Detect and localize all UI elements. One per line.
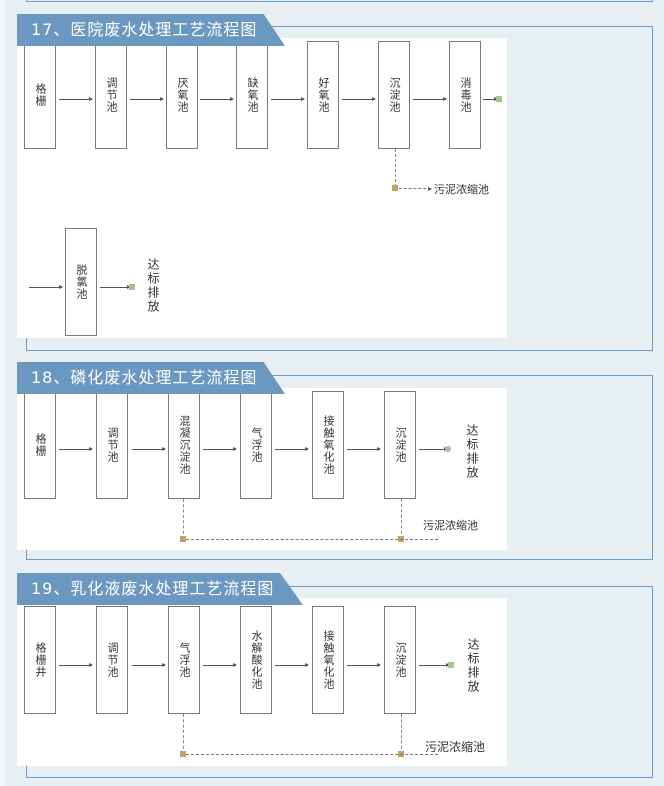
sludge-marker <box>180 536 186 542</box>
process-box-contact-oxidation-tank: 接触氧化池 <box>312 391 344 499</box>
flow-arrow <box>271 97 305 101</box>
continuation-marker <box>496 96 502 102</box>
discharge-marker <box>448 662 454 668</box>
section-19-title: 19、乳化液废水处理工艺流程图 <box>17 573 303 605</box>
discharge-label: 达标排放 <box>465 424 479 480</box>
process-box-equalization-tank: 调节池 <box>96 391 128 499</box>
sludge-marker <box>392 185 398 191</box>
previous-section-frame <box>26 0 653 2</box>
discharge-marker <box>129 284 135 290</box>
flow-arrow <box>59 663 93 667</box>
flow-arrow <box>59 447 93 451</box>
flow-arrow <box>203 447 237 451</box>
flow-arrow <box>132 663 166 667</box>
sludge-collection-line <box>186 754 438 755</box>
discharge-label: 达标排放 <box>146 258 160 314</box>
process-box-grille-well: 格栅井 <box>24 606 56 714</box>
flow-arrow <box>130 97 164 101</box>
process-box-aerobic-tank: 好氧池 <box>307 41 339 149</box>
sludge-collection-line <box>186 539 438 540</box>
section-18-title: 18、磷化废水处理工艺流程图 <box>17 362 285 394</box>
sludge-thickener-label: 污泥浓缩池 <box>425 740 486 754</box>
process-box-sedimentation-tank: 沉淀池 <box>378 41 410 149</box>
flow-arrow <box>275 663 309 667</box>
process-box-air-flotation-tank: 气浮池 <box>240 391 272 499</box>
flow-arrow <box>59 97 93 101</box>
process-box-equalization-tank: 调节池 <box>95 41 127 149</box>
section-18-diagram: 格栅 调节池 混凝沉淀池 气浮池 接触氧化池 沉淀池 达标排放 污泥浓缩池 <box>17 388 507 550</box>
process-box-grille: 格栅 <box>24 391 56 499</box>
flow-arrow <box>203 663 237 667</box>
process-box-anoxic-tank: 缺氧池 <box>236 41 268 149</box>
sludge-line <box>401 714 402 754</box>
sludge-thickener-label: 污泥浓缩池 <box>423 519 478 532</box>
left-margin-strip <box>0 0 5 786</box>
flow-arrow <box>483 97 498 101</box>
flow-arrow <box>29 285 63 289</box>
process-box-grille: 格栅 <box>24 41 56 149</box>
flow-arrow <box>419 447 448 451</box>
sludge-line <box>395 149 396 187</box>
process-box-disinfection-tank: 消毒池 <box>449 41 481 149</box>
sludge-line <box>183 714 184 754</box>
flow-arrow <box>200 97 234 101</box>
section-17-diagram: 格栅 调节池 厌氧池 缺氧池 好氧池 沉淀池 消毒池 污泥浓缩池 脱氯池 达标排… <box>17 38 507 338</box>
discharge-marker <box>445 446 451 452</box>
process-box-dechlorination-tank: 脱氯池 <box>65 228 97 336</box>
flow-arrow <box>132 447 166 451</box>
process-box-contact-oxidation-tank: 接触氧化池 <box>312 606 344 714</box>
process-box-equalization-tank: 调节池 <box>96 606 128 714</box>
flow-arrow <box>347 447 381 451</box>
discharge-label: 达标排放 <box>466 638 480 694</box>
sludge-thickener-label: 污泥浓缩池 <box>434 183 489 196</box>
flow-arrow <box>413 97 447 101</box>
sludge-line <box>183 499 184 539</box>
flow-arrow <box>419 663 450 667</box>
flow-arrow <box>275 447 309 451</box>
flow-arrow <box>100 285 131 289</box>
sludge-marker <box>180 751 186 757</box>
sludge-arrow <box>399 187 432 191</box>
section-19-diagram: 格栅井 调节池 气浮池 水解酸化池 接触氧化池 沉淀池 达标排放 污泥浓缩池 <box>17 598 507 766</box>
process-box-air-flotation-tank: 气浮池 <box>168 606 200 714</box>
process-box-coagulation-sedimentation-tank: 混凝沉淀池 <box>168 391 200 499</box>
flow-arrow <box>342 97 376 101</box>
sludge-line <box>401 499 402 539</box>
section-17-title: 17、医院废水处理工艺流程图 <box>17 14 285 46</box>
process-box-anaerobic-tank: 厌氧池 <box>166 41 198 149</box>
process-box-sedimentation-tank: 沉淀池 <box>384 606 416 714</box>
process-box-sedimentation-tank: 沉淀池 <box>384 391 416 499</box>
flow-arrow <box>347 663 381 667</box>
process-box-hydrolysis-acidification-tank: 水解酸化池 <box>240 606 272 714</box>
